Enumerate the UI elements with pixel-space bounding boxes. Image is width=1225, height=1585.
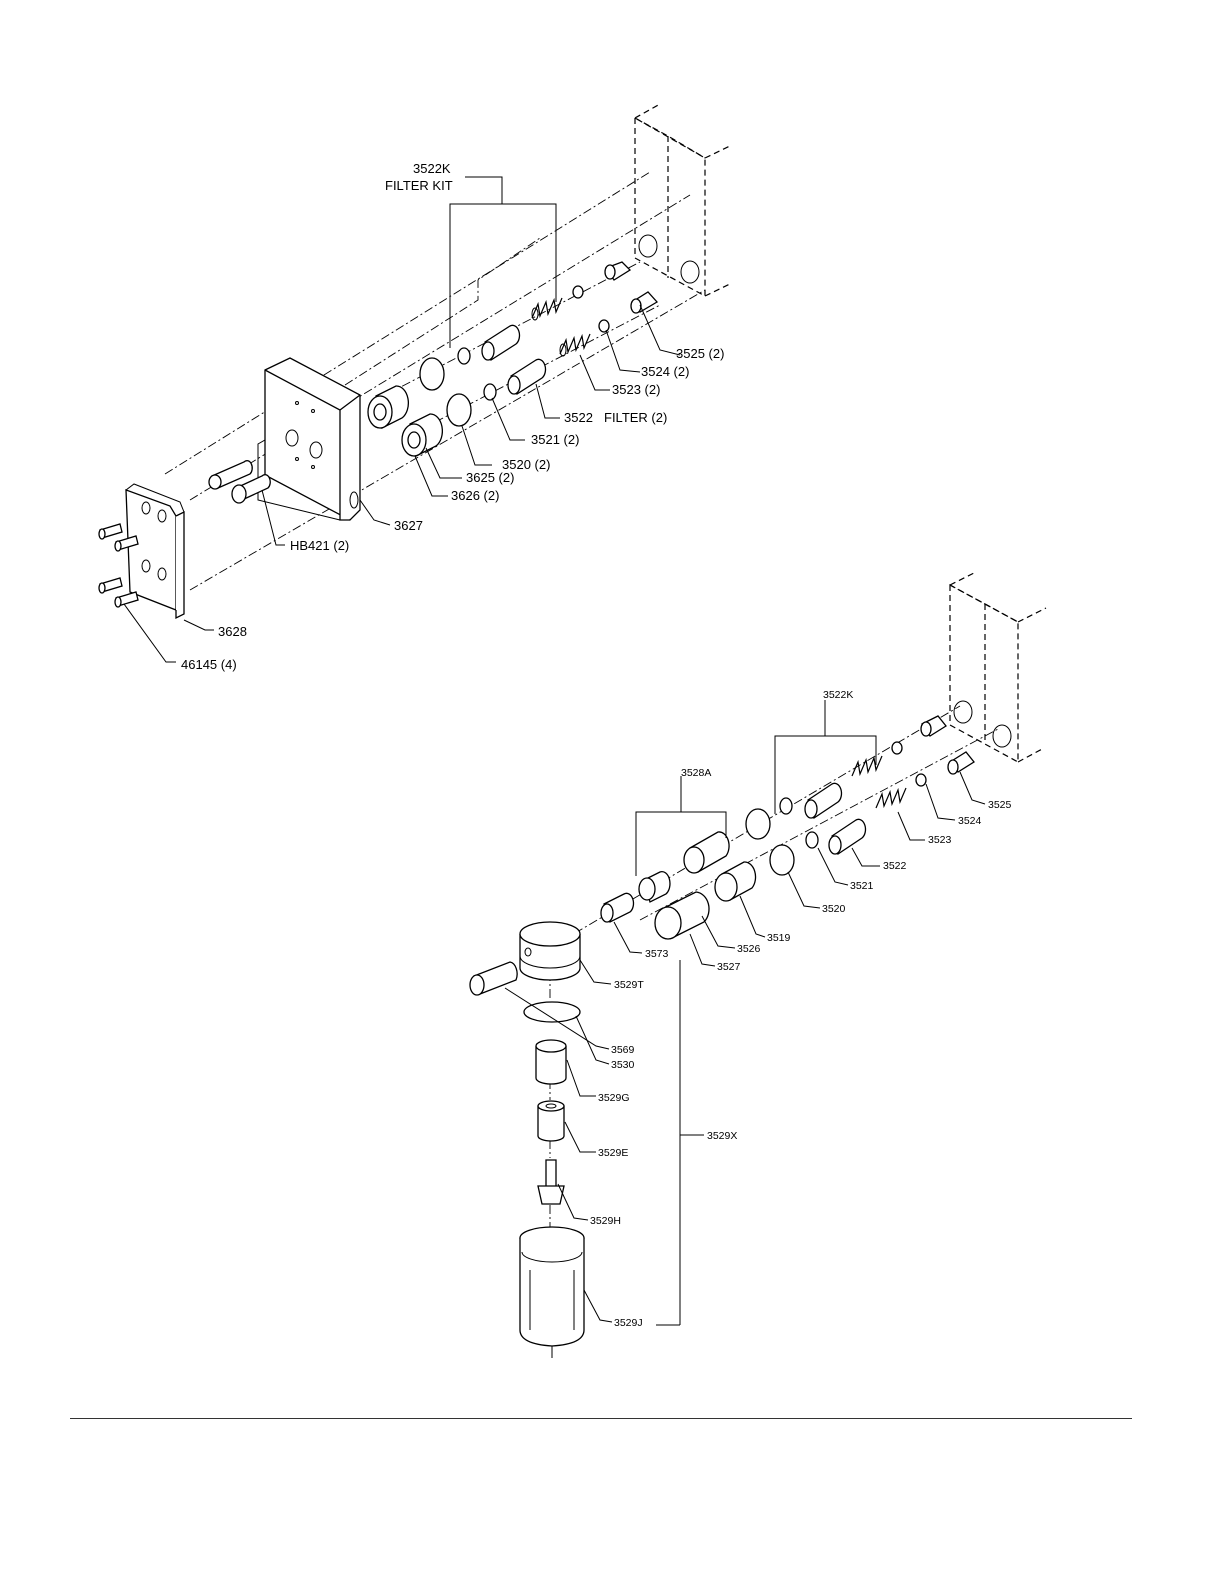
footer-divider [70, 1418, 1132, 1419]
label-3522K: 3522K [823, 689, 853, 701]
filter-lower [508, 359, 545, 394]
label-3519: 3519 [767, 932, 791, 944]
label-3528A: 3528A [681, 767, 711, 779]
plug-upper [368, 386, 408, 428]
bowl-3529J [520, 1227, 584, 1358]
mounting-block-2 [950, 572, 1046, 762]
manifold-block-3627 [258, 358, 360, 520]
label-3525: 3525 (2) [676, 346, 724, 361]
label-3521: 3521 (2) [531, 432, 579, 447]
diagram-1-filter-block: 3522K FILTER KIT 3525 (2) 3524 (2) 3523 … [99, 104, 732, 672]
filter-kit-number: 3522K [413, 161, 451, 176]
label-3527: 3527 [717, 961, 741, 973]
label-3520-b: 3520 [822, 903, 846, 915]
label-3573: 3573 [645, 948, 669, 960]
label-3529G: 3529G [598, 1092, 630, 1104]
label-46145: 46145 (4) [181, 657, 237, 672]
label-3529E: 3529E [598, 1147, 628, 1159]
label-hb421: HB421 (2) [290, 538, 349, 553]
label-3524-b: 3524 [958, 815, 982, 827]
plug-lower [402, 414, 442, 456]
label-3529J: 3529J [614, 1317, 643, 1329]
label-3627: 3627 [394, 518, 423, 533]
screw-hb421 [209, 461, 270, 503]
label-3524: 3524 (2) [641, 364, 689, 379]
label-3529X: 3529X [707, 1130, 737, 1142]
label-3626: 3626 (2) [451, 488, 499, 503]
filter-upper [482, 325, 519, 360]
label-3525-b: 3525 [988, 799, 1012, 811]
label-3521-b: 3521 [850, 880, 874, 892]
filter-kit-name: FILTER KIT [385, 178, 453, 193]
label-3628: 3628 [218, 624, 247, 639]
label-3530: 3530 [611, 1059, 635, 1071]
label-3625: 3625 (2) [466, 470, 514, 485]
label-3522-b: 3522 [883, 860, 907, 872]
diagram-2-filter-assembly: 3522K 3528A 3525 3524 3523 3522 3521 352… [470, 572, 1046, 1358]
label-3523-b: 3523 [928, 834, 952, 846]
label-3526: 3526 [737, 943, 761, 955]
label-3529T: 3529T [614, 979, 644, 991]
filter-head-3529T [520, 922, 580, 980]
label-filter-desc: FILTER (2) [604, 410, 667, 425]
label-3569: 3569 [611, 1044, 635, 1056]
spring-lower [560, 334, 590, 356]
spring-upper [532, 298, 562, 320]
mounting-block-1 [635, 104, 732, 296]
label-3522: 3522 [564, 410, 593, 425]
label-3529H: 3529H [590, 1215, 621, 1227]
label-3523: 3523 (2) [612, 382, 660, 397]
